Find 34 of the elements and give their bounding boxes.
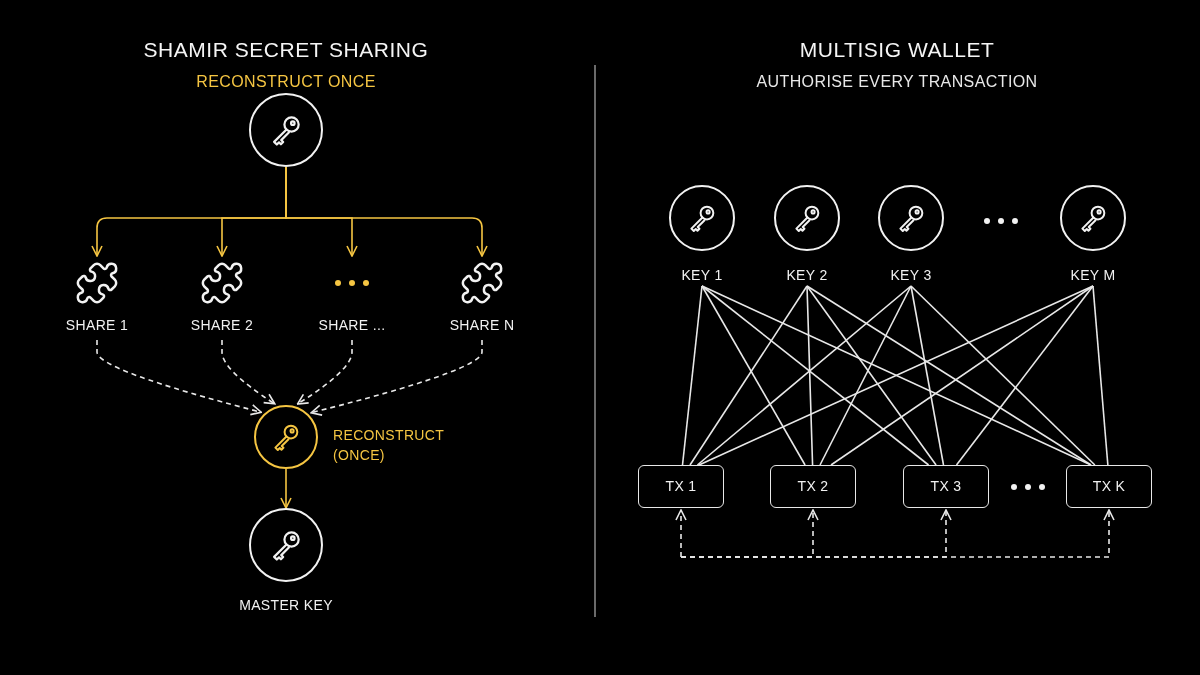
connector-line [910, 285, 1096, 466]
node-caption: RECONSTRUCT (ONCE) [333, 426, 443, 465]
arrow [280, 468, 292, 509]
dashed-arrow [680, 509, 1115, 558]
dashed-arrow [310, 339, 483, 416]
panel-subtitle: AUTHORISE EVERY TRANSACTION [755, 72, 1039, 92]
transaction-box: TX K [1066, 465, 1152, 508]
transaction-box: TX 2 [770, 465, 856, 508]
connector-line [806, 285, 937, 466]
arrow [285, 166, 488, 257]
node-label: SHARE ... [318, 316, 386, 335]
connector-line [819, 285, 912, 466]
dashed-arrow [221, 339, 276, 405]
node-label: SHARE N [449, 316, 515, 335]
connector-line [681, 285, 703, 466]
panel-title: SHAMIR SECRET SHARING [142, 37, 430, 63]
dashed-arrow [96, 339, 263, 416]
node-label: SHARE 1 [65, 316, 129, 335]
node-label: KEY 1 [681, 266, 723, 285]
connector-line [1092, 285, 1109, 466]
panel-subtitle: RECONSTRUCT ONCE [195, 72, 377, 92]
transaction-box: TX 3 [903, 465, 989, 508]
node-label: KEY 3 [890, 266, 932, 285]
connector-line [806, 285, 814, 466]
node-label: KEY 2 [786, 266, 828, 285]
dashed-arrow [675, 509, 687, 558]
node-label: MASTER KEY [239, 596, 333, 615]
node-label: SHARE 2 [190, 316, 254, 335]
connector-line [955, 285, 1094, 466]
transaction-box: TX 1 [638, 465, 724, 508]
node-label: KEY M [1070, 266, 1116, 285]
connector-line [910, 285, 945, 466]
panel-title: MULTISIG WALLET [798, 37, 996, 63]
dashed-arrow [296, 339, 353, 405]
